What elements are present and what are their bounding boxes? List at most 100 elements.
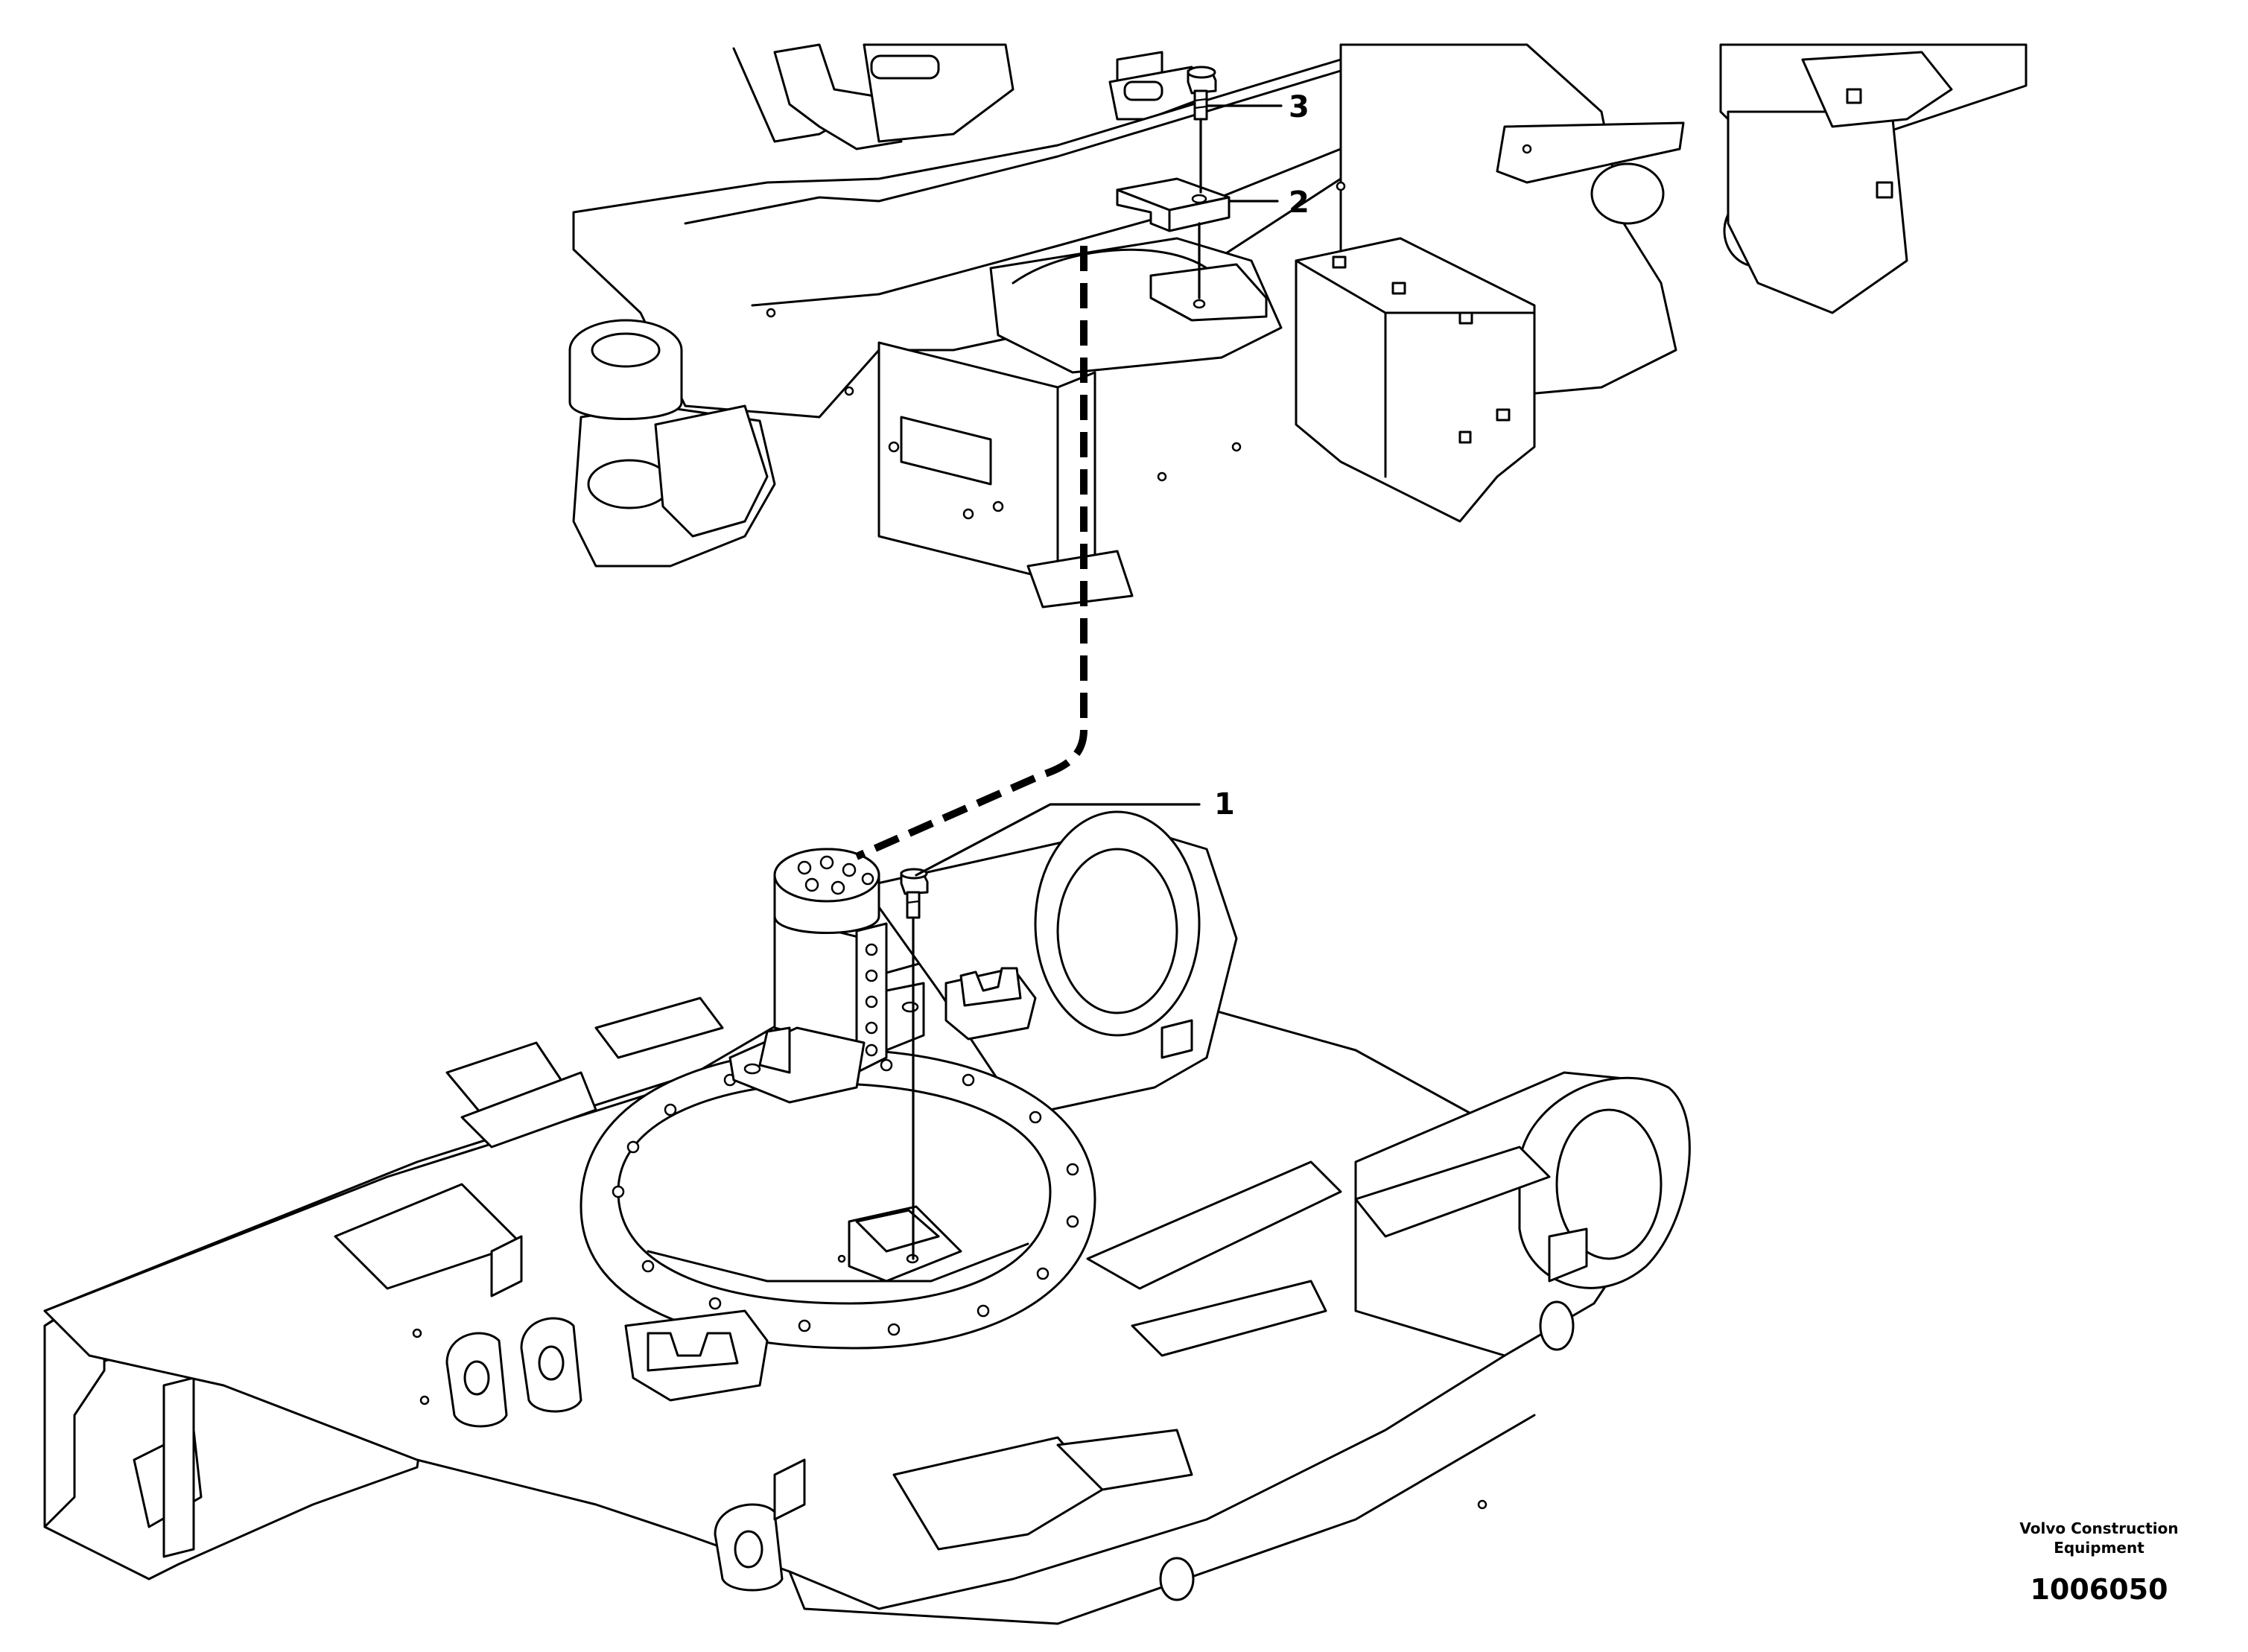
lower-bottom-plate bbox=[892, 1436, 1104, 1551]
brand-name-line-1: Volvo Construction bbox=[2019, 1519, 2179, 1537]
lower-crossbeam-bottom-edge bbox=[788, 1414, 1536, 1625]
upper-right-bracket bbox=[1801, 51, 1953, 128]
lower-right-bracket bbox=[1548, 1227, 1588, 1283]
lower-side-plate-right-2 bbox=[1131, 1280, 1327, 1357]
bolt-3-head-top bbox=[1187, 66, 1216, 79]
swivel-side-hole-4 bbox=[865, 1021, 878, 1035]
lower-bottom-plate-2 bbox=[1056, 1429, 1193, 1491]
upper-frame-dot-6 bbox=[1522, 144, 1532, 154]
stopper-mount-pad bbox=[1149, 263, 1268, 322]
upper-plate-hole-3 bbox=[962, 508, 974, 520]
lower-lug-4 bbox=[490, 1235, 523, 1297]
upper-box-slot-5 bbox=[1458, 431, 1472, 444]
lower-slew-ring-floor bbox=[647, 1242, 1029, 1283]
upper-frame-dot-1 bbox=[766, 308, 776, 318]
bolt-1-head-top bbox=[900, 868, 928, 880]
lower-left-track-bar bbox=[162, 1376, 195, 1558]
lower-side-plate-rear-2 bbox=[594, 997, 724, 1059]
lower-access-hole bbox=[1159, 1557, 1195, 1601]
swivel-port-5 bbox=[831, 880, 845, 895]
swivel-side-hole-5 bbox=[865, 1043, 878, 1057]
upper-beam-inner-edge bbox=[751, 147, 1342, 307]
ring-hole bbox=[962, 1073, 975, 1087]
lower-lug-5 bbox=[773, 1458, 806, 1521]
swivel-port-2 bbox=[819, 855, 834, 870]
stopper-block-side bbox=[1116, 188, 1171, 232]
upper-right-slot-1 bbox=[1876, 181, 1893, 199]
lower-front-guide-notch bbox=[647, 1332, 739, 1372]
ring-hole bbox=[708, 1297, 722, 1310]
upper-rear-block-left bbox=[773, 43, 903, 150]
upper-pivot-lower-bore bbox=[587, 459, 672, 509]
upper-frame-dot-5 bbox=[1336, 181, 1346, 191]
part-1-bolt bbox=[900, 868, 929, 1260]
ring-hole bbox=[1036, 1267, 1050, 1280]
ring-hole bbox=[880, 1058, 893, 1072]
lower-rear-roller-bore bbox=[1056, 848, 1178, 1014]
upper-small-slot bbox=[1123, 80, 1163, 101]
callout-1-number: 1 bbox=[1214, 787, 1235, 822]
swivel-gusset bbox=[758, 1026, 791, 1074]
swivel-port-6 bbox=[861, 872, 874, 886]
upper-box-slot-1 bbox=[1332, 255, 1347, 269]
stopper-block-bore bbox=[1191, 194, 1207, 204]
lower-lug-3-bore bbox=[734, 1530, 763, 1569]
lower-frame-dot-2 bbox=[419, 1395, 430, 1405]
lower-slew-ring-holes bbox=[612, 1058, 1079, 1336]
swivel-side-hole-2 bbox=[865, 969, 878, 982]
lower-side-plate-mid bbox=[460, 1071, 597, 1149]
bolt-3-thread-1 bbox=[1193, 98, 1208, 102]
lower-rear-bracket bbox=[1160, 1019, 1193, 1059]
upper-frame-dot-2 bbox=[844, 386, 854, 396]
upper-swivel-plate-window bbox=[900, 416, 992, 486]
callout-2-number: 2 bbox=[1289, 185, 1309, 220]
upper-ring-inner bbox=[1012, 248, 1208, 285]
ring-hole bbox=[798, 1319, 811, 1332]
upper-right-slot-2 bbox=[1846, 88, 1862, 104]
lower-lug-1-bore bbox=[463, 1360, 490, 1396]
part-1-swivel-joint bbox=[728, 848, 925, 1104]
upper-mounting-box bbox=[1295, 237, 1536, 523]
swivel-port-4 bbox=[804, 877, 819, 892]
upper-frame-dot-4 bbox=[1231, 442, 1242, 452]
callout-2: 2 bbox=[1228, 185, 1309, 220]
stopper-mount-hole bbox=[1193, 299, 1206, 309]
bolt-3-shank bbox=[1193, 89, 1208, 121]
swivel-stop-hole bbox=[901, 1001, 919, 1013]
part-3-bolt bbox=[1187, 66, 1217, 194]
lower-frame-dot-3 bbox=[1477, 1499, 1487, 1510]
upper-box-slot-4 bbox=[1496, 408, 1511, 422]
lower-rear-guide-notch bbox=[959, 967, 1022, 1007]
brand-name-line-2: Equipment bbox=[2054, 1539, 2144, 1557]
callout-3: 3 bbox=[1205, 90, 1309, 124]
callout-3-number: 3 bbox=[1289, 90, 1309, 124]
upper-box-slot-3 bbox=[1458, 311, 1473, 325]
ring-hole bbox=[1066, 1163, 1079, 1176]
upper-box-slot-2 bbox=[1391, 282, 1406, 295]
ring-hole bbox=[1066, 1215, 1079, 1228]
upper-plate-hole-1 bbox=[888, 441, 900, 453]
ring-hole bbox=[887, 1323, 901, 1336]
upper-right-bore bbox=[1590, 162, 1665, 225]
swivel-side-hole-3 bbox=[865, 995, 878, 1008]
lower-frame-dot-4 bbox=[837, 1254, 846, 1263]
callout-1-leader bbox=[915, 803, 1201, 877]
ring-hole bbox=[664, 1103, 677, 1116]
lower-right-roller-bore bbox=[1555, 1108, 1663, 1260]
upper-plate-side bbox=[1056, 371, 1096, 582]
lower-slew-stopper-top bbox=[855, 1209, 940, 1253]
upper-pivot-lug bbox=[654, 404, 769, 538]
lower-right-pivot-hole bbox=[1539, 1300, 1575, 1351]
upper-rear-slot bbox=[870, 54, 940, 80]
upper-plate-hole-2 bbox=[992, 501, 1004, 512]
lower-lug-2-bore bbox=[538, 1345, 565, 1381]
swivel-port-1 bbox=[797, 860, 812, 875]
upper-right-rail bbox=[1496, 121, 1685, 184]
lower-slew-ring-inner bbox=[617, 1082, 1052, 1305]
part-2-stopper-block bbox=[1116, 177, 1268, 322]
ring-hole bbox=[977, 1304, 990, 1318]
assembly-alignment-dashed-line bbox=[854, 246, 1088, 860]
bolt-3-thread-2 bbox=[1193, 105, 1208, 109]
bolt-1-shank bbox=[906, 891, 921, 919]
